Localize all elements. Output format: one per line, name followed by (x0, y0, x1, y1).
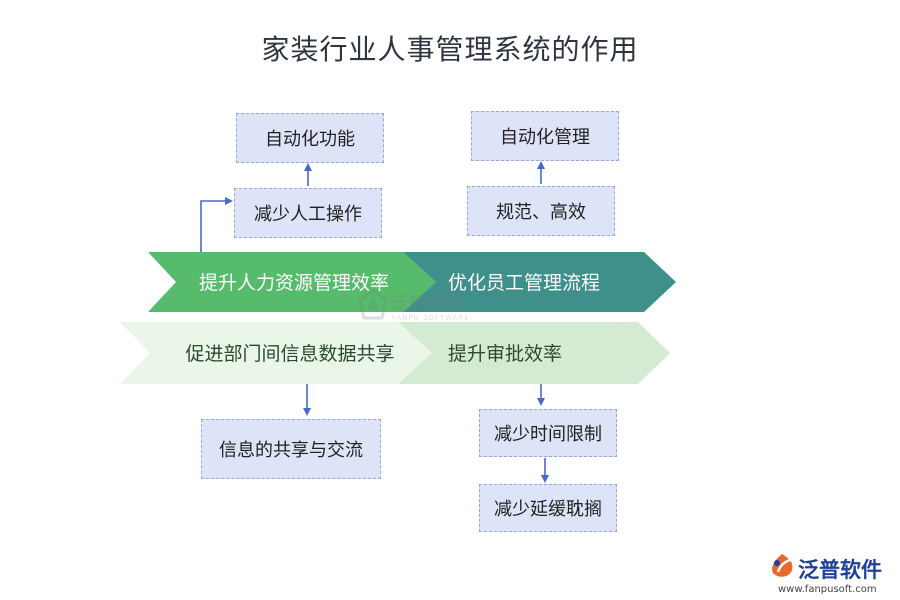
box-reduce-manual: 减少人工操作 (234, 188, 382, 238)
watermark-sub: FANPU SOFTWARE (392, 314, 470, 322)
chevron-bottom-left (120, 322, 432, 384)
box-standard-efficient: 规范、高效 (467, 186, 615, 236)
chevron-top-right (403, 252, 676, 312)
brand-logo-icon (772, 554, 793, 577)
box-auto-function: 自动化功能 (236, 113, 384, 163)
brand-logo-url: www.fanpusoft.com (778, 584, 877, 595)
chevron-bottom-right-label: 提升审批效率 (448, 343, 562, 365)
diagram-title: 家装行业人事管理系统的作用 (261, 33, 639, 66)
brand-logo-name: 泛普软件 (798, 558, 882, 582)
chevron-bottom-left-label: 促进部门间信息数据共享 (185, 343, 394, 365)
box-reduce-time: 减少时间限制 (479, 409, 617, 457)
chevron-top-left-label: 提升人力资源管理效率 (199, 272, 389, 294)
box-info-sharing: 信息的共享与交流 (201, 419, 381, 479)
box-auto-management: 自动化管理 (471, 111, 619, 161)
watermark-name: 泛普软件 (390, 294, 462, 315)
brand-logo: 泛普软件 www.fanpusoft.com (768, 552, 882, 595)
chevron-bottom-right (398, 322, 670, 384)
chevron-top-right-label: 优化员工管理流程 (448, 272, 600, 294)
connector-chevron-to-reduce-manual (200, 197, 233, 252)
box-reduce-delay: 减少延缓耽搁 (479, 484, 617, 532)
watermark: 泛普软件 FANPU SOFTWARE (356, 288, 469, 326)
watermark-logo-icon (358, 289, 388, 320)
chevron-top-left (148, 252, 436, 312)
